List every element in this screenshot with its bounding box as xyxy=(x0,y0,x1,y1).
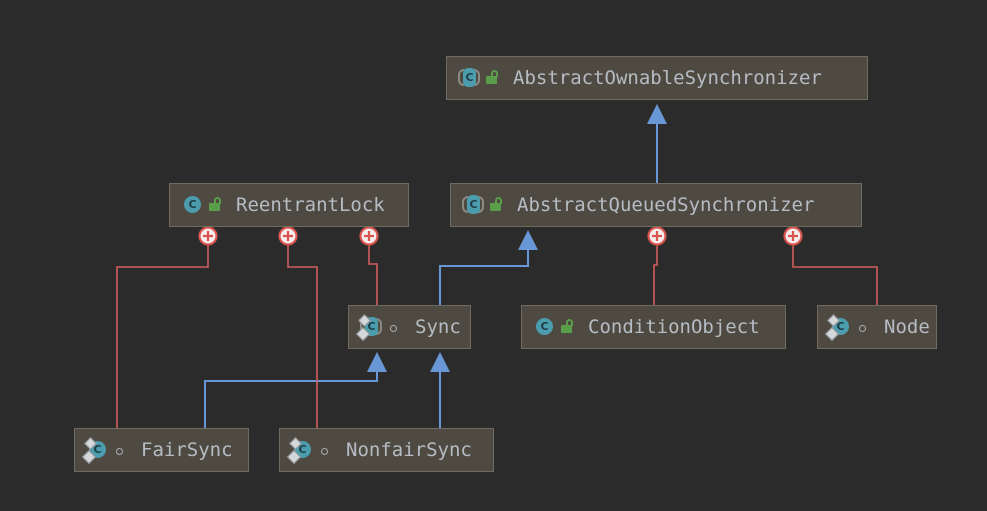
green-lock-icon xyxy=(560,318,574,336)
class-node-abstractOwnableSynchronizer[interactable]: C AbstractOwnableSynchronizer xyxy=(446,56,868,100)
composition-plus-marker xyxy=(278,226,298,246)
class-node-conditionObject[interactable]: C ConditionObject xyxy=(521,305,786,349)
composition-plus-marker xyxy=(783,226,803,246)
class-icon: C xyxy=(286,437,313,465)
class-icon: C xyxy=(81,437,108,465)
abstract-class-icon: C xyxy=(355,314,382,342)
class-icon: C xyxy=(824,314,851,342)
abstract-class-icon: C xyxy=(462,194,484,216)
edge-fairsync-extends-sync[interactable] xyxy=(204,352,387,428)
class-icon: C xyxy=(181,194,203,216)
edge-reentrantlock-holds-nonfairsync[interactable] xyxy=(278,226,318,429)
class-node-label: AbstractQueuedSynchronizer xyxy=(517,194,815,216)
class-node-label: AbstractOwnableSynchronizer xyxy=(513,67,822,89)
edge-aqs-holds-conditionobject[interactable] xyxy=(647,226,667,306)
inheritance-arrowhead xyxy=(430,352,450,372)
edge-aqs-holds-node[interactable] xyxy=(783,226,878,306)
composition-plus-marker xyxy=(647,226,667,246)
class-node-sync[interactable]: C Sync xyxy=(348,305,471,349)
class-node-label: Node xyxy=(884,316,930,338)
class-node-fairSync[interactable]: C FairSync xyxy=(74,428,249,472)
package-private-icon xyxy=(113,441,127,459)
inheritance-arrowhead xyxy=(367,352,387,372)
class-node-reentrantLock[interactable]: C ReentrantLock xyxy=(169,183,409,227)
edge-reentrantlock-holds-sync[interactable] xyxy=(359,226,379,306)
class-node-label: ReentrantLock xyxy=(236,194,385,216)
class-node-abstractQueuedSynchronizer[interactable]: C AbstractQueuedSynchronizer xyxy=(450,183,862,227)
class-node-nonfairSync[interactable]: C NonfairSync xyxy=(279,428,494,472)
class-node-label: ConditionObject xyxy=(588,316,760,338)
package-private-icon xyxy=(856,318,870,336)
inheritance-arrowhead xyxy=(647,104,667,124)
composition-plus-marker xyxy=(359,226,379,246)
class-node-label: FairSync xyxy=(141,439,233,461)
class-icon: C xyxy=(533,316,555,338)
class-node-node[interactable]: C Node xyxy=(817,305,937,349)
edge-reentrantlock-holds-fairsync[interactable] xyxy=(116,226,218,429)
abstract-class-icon: C xyxy=(458,67,480,89)
green-lock-icon xyxy=(489,196,503,214)
class-node-label: Sync xyxy=(415,316,461,338)
edge-aqs-extends-aos[interactable] xyxy=(647,104,667,183)
package-private-icon xyxy=(387,318,401,336)
inheritance-arrowhead xyxy=(518,230,538,250)
green-lock-icon xyxy=(485,69,499,87)
edge-nonfairsync-extends-sync[interactable] xyxy=(430,352,450,428)
green-lock-icon xyxy=(208,196,222,214)
package-private-icon xyxy=(318,441,332,459)
edge-sync-extends-aqs[interactable] xyxy=(439,230,538,305)
composition-plus-marker xyxy=(198,226,218,246)
class-node-label: NonfairSync xyxy=(346,439,472,461)
